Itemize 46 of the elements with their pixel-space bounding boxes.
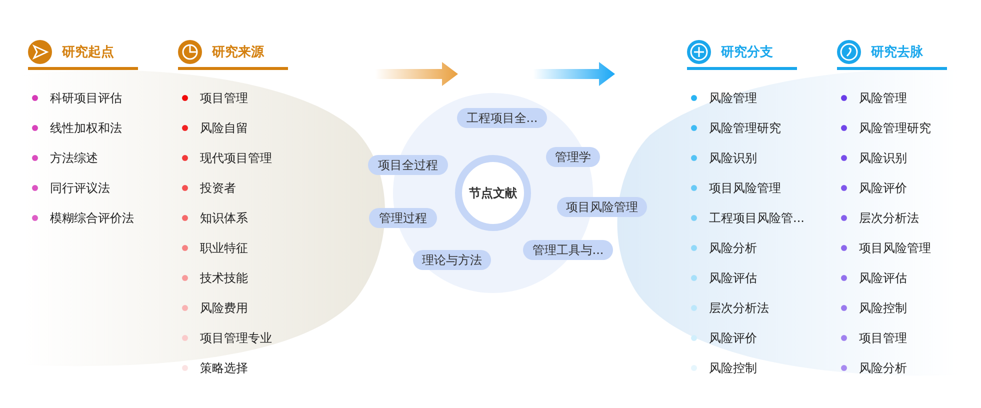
list-item: 技术技能 [200, 270, 248, 286]
list-item: 项目管理 [200, 90, 248, 106]
keyword-pill: 理论与方法 [413, 250, 491, 270]
list-item: 层次分析法 [709, 300, 769, 316]
list-item: 模糊综合评价法 [50, 210, 134, 226]
list-item: 风险管理研究 [709, 120, 781, 136]
list-item: 风险识别 [709, 150, 757, 166]
list-item: 风险费用 [200, 300, 248, 316]
list-item: 项目风险管理 [859, 240, 931, 256]
list-item: 风险分析 [859, 360, 907, 376]
list-item: 项目管理专业 [200, 330, 272, 346]
list-item: 风险管理 [859, 90, 907, 106]
list-item: 风险评估 [859, 270, 907, 286]
column-heading: 研究分支 [721, 44, 773, 62]
list-item: 策略选择 [200, 360, 248, 376]
column-heading: 研究起点 [62, 44, 114, 62]
keyword-pill: 管理过程 [369, 208, 437, 228]
list-item: 现代项目管理 [200, 150, 272, 166]
list-item: 风险评价 [859, 180, 907, 196]
list-item: 层次分析法 [859, 210, 919, 226]
keyword-pill: 工程项目全... [457, 108, 547, 128]
keyword-pill: 管理工具与... [523, 240, 613, 260]
column-heading: 研究去脉 [871, 44, 923, 62]
list-item: 风险分析 [709, 240, 757, 256]
list-item: 线性加权和法 [50, 120, 122, 136]
list-item: 风险识别 [859, 150, 907, 166]
list-item: 风险管理 [709, 90, 757, 106]
column-heading: 研究来源 [212, 44, 264, 62]
list-item: 风险管理研究 [859, 120, 931, 136]
list-item: 同行评议法 [50, 180, 110, 196]
list-item: 工程项目风险管... [709, 210, 804, 226]
list-item: 方法综述 [50, 150, 98, 166]
keyword-pill: 管理学 [546, 147, 600, 167]
list-item: 项目管理 [859, 330, 907, 346]
keyword-pill: 项目全过程 [368, 155, 448, 175]
list-item: 项目风险管理 [709, 180, 781, 196]
list-item: 风险控制 [709, 360, 757, 376]
list-item: 风险评估 [709, 270, 757, 286]
list-item: 风险控制 [859, 300, 907, 316]
list-item: 职业特征 [200, 240, 248, 256]
list-item: 风险自留 [200, 120, 248, 136]
list-item: 知识体系 [200, 210, 248, 226]
list-item: 投资者 [200, 180, 236, 196]
list-item: 风险评价 [709, 330, 757, 346]
keyword-pill: 项目风险管理 [557, 197, 647, 217]
list-item: 科研项目评估 [50, 90, 122, 106]
